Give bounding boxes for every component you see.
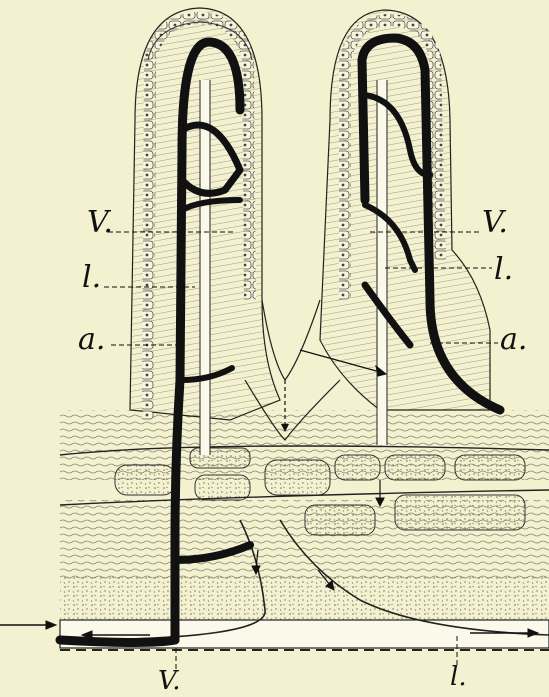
- label-vein-bottom: V.: [158, 668, 181, 694]
- label-lymph-left: l.: [82, 263, 101, 293]
- label-vein-right: V.: [482, 208, 508, 238]
- label-artery-right: a.: [500, 325, 527, 355]
- label-lymph-bottom: l.: [450, 664, 467, 690]
- label-artery-left: a.: [78, 325, 105, 355]
- label-vein-left: V.: [87, 208, 113, 238]
- label-lymph-right: l.: [494, 255, 513, 285]
